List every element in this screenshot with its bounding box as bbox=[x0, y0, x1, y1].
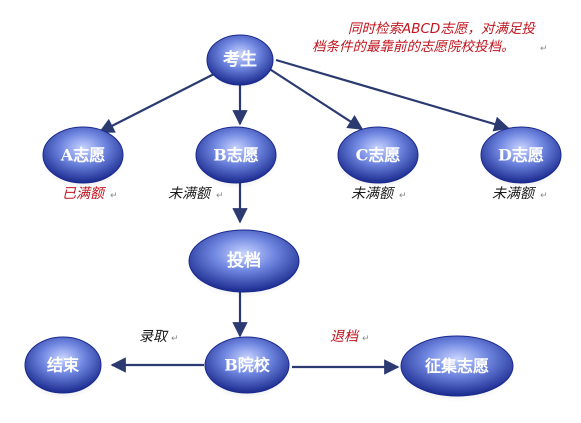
node-end: 结束 bbox=[23, 336, 103, 399]
paragraph-mark-icon: ↵ bbox=[362, 334, 370, 344]
node-choice-b: B志愿 bbox=[194, 126, 278, 189]
paragraph-mark-icon: ↵ bbox=[540, 191, 548, 201]
paragraph-mark-icon: ↵ bbox=[171, 334, 179, 344]
status-b: 未满额 bbox=[168, 186, 213, 202]
node-college-b-label: B院校 bbox=[224, 356, 271, 375]
node-examinee-label: 考生 bbox=[222, 49, 257, 70]
node-choice-c: C志愿 bbox=[336, 126, 420, 189]
node-solicit: 征集志愿 bbox=[399, 335, 515, 402]
edge-labels: 录取 ↵ 退档 ↵ bbox=[139, 329, 370, 345]
status-a: 已满额 bbox=[62, 186, 107, 202]
node-choice-c-label: C志愿 bbox=[356, 146, 401, 165]
edge-label-admit: 录取 bbox=[139, 329, 169, 345]
node-solicit-label: 征集志愿 bbox=[425, 357, 489, 376]
paragraph-mark-icon: ↵ bbox=[216, 191, 224, 201]
node-choice-a-label: A志愿 bbox=[60, 146, 105, 165]
node-end-label: 结束 bbox=[46, 356, 80, 375]
paragraph-mark-icon: ↵ bbox=[399, 191, 407, 201]
paragraph-mark-icon: ↵ bbox=[110, 191, 118, 201]
edge-examinee-to-a bbox=[98, 73, 215, 133]
node-college-b: B院校 bbox=[203, 336, 291, 399]
node-choice-a: A志愿 bbox=[41, 126, 125, 189]
node-examinee: 考生 bbox=[206, 34, 274, 90]
status-c: 未满额 bbox=[351, 186, 396, 202]
edge-examinee-to-c bbox=[267, 67, 364, 130]
note-text: 同时检索ABCD志愿，对满足投 档条件的最靠前的志愿院校投档。 ↵ bbox=[312, 21, 548, 55]
edge-label-reject: 退档 bbox=[330, 329, 360, 345]
node-choice-d: D志愿 bbox=[479, 126, 563, 189]
paragraph-mark-icon: ↵ bbox=[540, 44, 548, 54]
edge-examinee-to-d bbox=[275, 58, 510, 132]
note-line-1: 同时检索ABCD志愿，对满足投 bbox=[348, 21, 536, 37]
edges bbox=[98, 58, 510, 375]
note-line-2: 档条件的最靠前的志愿院校投档。 bbox=[312, 39, 515, 55]
node-choice-b-label: B志愿 bbox=[213, 146, 259, 165]
node-file: 投档 bbox=[187, 229, 301, 298]
status-labels: 已满额 ↵ 未满额 ↵ 未满额 ↵ 未满额 ↵ bbox=[62, 186, 548, 202]
status-d: 未满额 bbox=[492, 186, 537, 202]
node-choice-d-label: D志愿 bbox=[498, 146, 544, 165]
node-file-label: 投档 bbox=[227, 250, 261, 271]
